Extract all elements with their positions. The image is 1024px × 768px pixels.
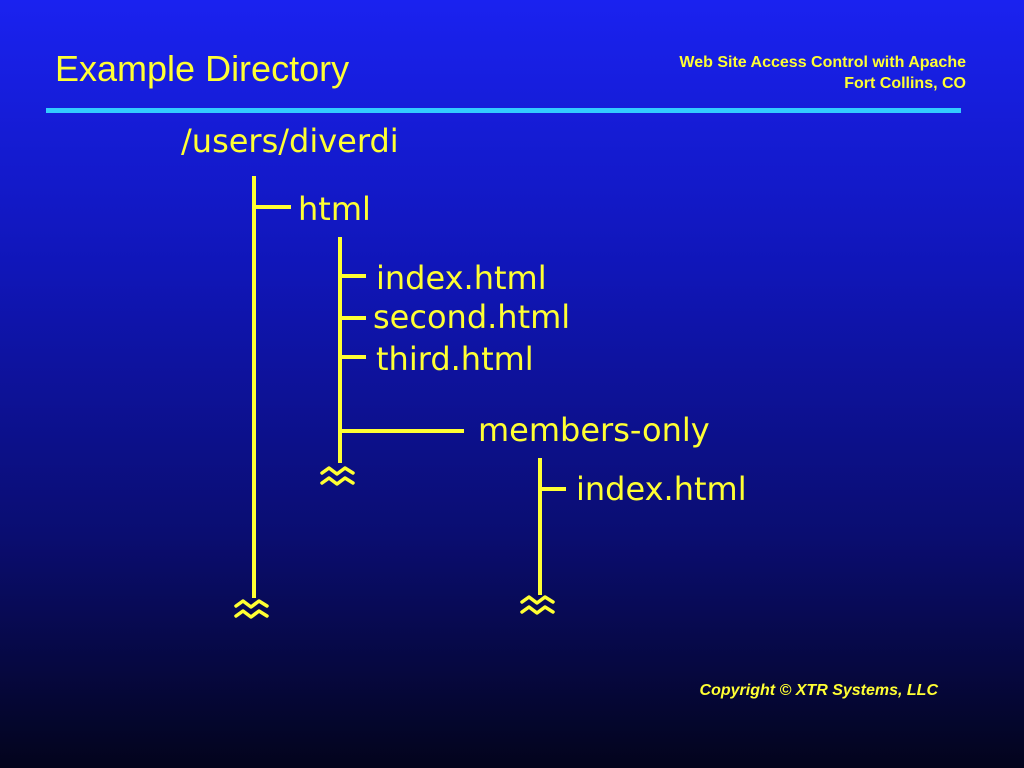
tree-node-file-index: index.html	[376, 259, 547, 297]
subtitle-line-location: Fort Collins, CO	[844, 75, 966, 92]
tree-node-file-third: third.html	[376, 340, 534, 378]
tree-node-members-index: index.html	[576, 470, 747, 508]
slide-title: Example Directory	[55, 48, 350, 89]
tree-node-root: /users/diverdi	[181, 122, 399, 160]
continuation-icon-html	[320, 466, 355, 486]
slide-subtitle: Web Site Access Control with Apache Fort…	[679, 52, 966, 94]
continuation-icon-root	[234, 599, 269, 619]
copyright-footer: Copyright © XTR Systems, LLC	[699, 682, 938, 699]
subtitle-line-course: Web Site Access Control with Apache	[679, 54, 966, 71]
title-divider	[46, 108, 961, 113]
tree-node-html: html	[298, 190, 371, 228]
tree-node-file-second: second.html	[373, 298, 570, 336]
tree-node-members-only: members-only	[478, 411, 710, 449]
continuation-icon-members	[520, 595, 555, 615]
